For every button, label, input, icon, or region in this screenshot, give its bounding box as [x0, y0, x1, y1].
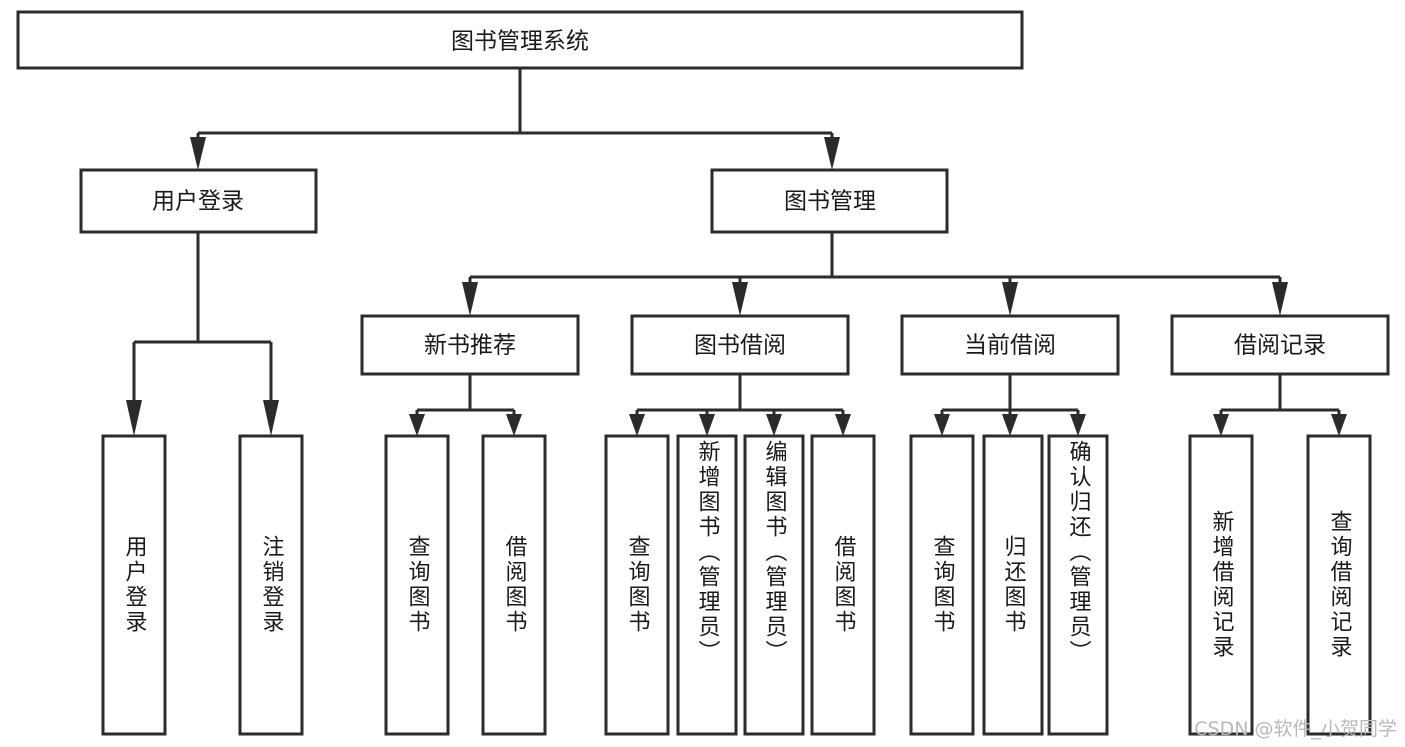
node-box-user-login[interactable]	[79, 168, 318, 234]
leaf-box-query-book-nbr[interactable]	[384, 434, 450, 736]
arrow-head-leaf-add-record	[1213, 414, 1229, 436]
node-root[interactable]: 图书管理系统	[16, 10, 1024, 70]
leaf-box-query-record[interactable]	[1306, 434, 1372, 736]
arrow-head-leaf-borrow-book-bb	[835, 414, 851, 436]
node-user-login[interactable]: 用户登录	[79, 168, 318, 234]
connectors-book-manage-to-level3	[462, 232, 1288, 316]
node-box-borrow-record[interactable]	[1170, 314, 1390, 376]
node-label-root: 图书管理系统	[451, 29, 589, 55]
node-new-book-recommend[interactable]: 新书推荐	[360, 314, 580, 376]
csdn-watermark: CSDN @软件_小贺同学	[1194, 718, 1397, 740]
arrow-head-leaf-edit-book	[766, 414, 782, 436]
arrow-head-borrow-record	[1272, 282, 1288, 316]
node-borrow-record[interactable]: 借阅记录	[1170, 314, 1390, 376]
arrow-head-leaf-query-book-nbr	[409, 414, 425, 436]
connectors-user-login-to-leaves	[126, 232, 279, 436]
arrow-head-current-borrow	[1002, 282, 1018, 316]
node-box-root[interactable]	[16, 10, 1024, 70]
connectors-borrow-record-to-leaves	[1213, 374, 1347, 436]
leaf-box-return-book[interactable]	[982, 434, 1044, 736]
leaf-boxes	[101, 434, 1372, 736]
node-book-management[interactable]: 图书管理	[710, 168, 949, 234]
node-label-user-login: 用户登录	[152, 189, 244, 215]
arrow-head-leaf-confirm-return	[1070, 414, 1086, 436]
connectors-book-borrow-to-leaves	[629, 374, 851, 436]
leaf-box-query-book-bb[interactable]	[604, 434, 670, 736]
arrow-head-leaf-query-record	[1331, 414, 1347, 436]
connectors-current-borrow-to-leaves	[934, 374, 1086, 436]
leaf-box-confirm-return[interactable]	[1047, 434, 1109, 736]
arrow-head-leaf-borrow-book-nbr	[506, 414, 522, 436]
node-label-borrow-record: 借阅记录	[1234, 333, 1326, 359]
arrow-head-leaf-user-login	[126, 400, 142, 436]
arrow-head-leaf-return-book	[1002, 414, 1018, 436]
node-box-book-borrow[interactable]	[630, 314, 850, 376]
node-label-book-borrow: 图书借阅	[694, 333, 786, 359]
arrow-head-leaf-add-book	[699, 414, 715, 436]
node-current-borrow[interactable]: 当前借阅	[900, 314, 1120, 376]
node-label-new-book-recommend: 新书推荐	[424, 333, 516, 359]
arrow-head-new-book-recommend	[462, 282, 478, 316]
leaf-box-borrow-book-nbr[interactable]	[481, 434, 547, 736]
leaf-box-query-book-cb[interactable]	[909, 434, 975, 736]
connectors-new-book-recommend-to-leaves	[409, 374, 522, 436]
leaf-box-logout[interactable]	[238, 434, 304, 736]
node-box-new-book-recommend[interactable]	[360, 314, 580, 376]
leaf-box-add-book[interactable]	[676, 434, 738, 736]
node-label-book-management: 图书管理	[784, 189, 876, 215]
arrow-head-leaf-query-book-cb	[934, 414, 950, 436]
leaf-box-user-login[interactable]	[101, 434, 167, 736]
leaf-box-edit-book[interactable]	[743, 434, 805, 736]
arrow-head-book-borrow	[732, 282, 748, 316]
arrow-head-book-manage	[824, 137, 840, 170]
arrow-head-leaf-logout	[263, 400, 279, 436]
leaf-box-borrow-book-bb[interactable]	[810, 434, 876, 736]
leaf-box-add-record[interactable]	[1188, 434, 1254, 736]
node-box-book-management[interactable]	[710, 168, 949, 234]
arrow-head-user-login	[190, 137, 206, 170]
connectors-root-to-level2	[190, 68, 840, 170]
node-box-current-borrow[interactable]	[900, 314, 1120, 376]
arrow-head-leaf-query-book-bb	[629, 414, 645, 436]
node-label-current-borrow: 当前借阅	[964, 333, 1056, 359]
node-book-borrow[interactable]: 图书借阅	[630, 314, 850, 376]
